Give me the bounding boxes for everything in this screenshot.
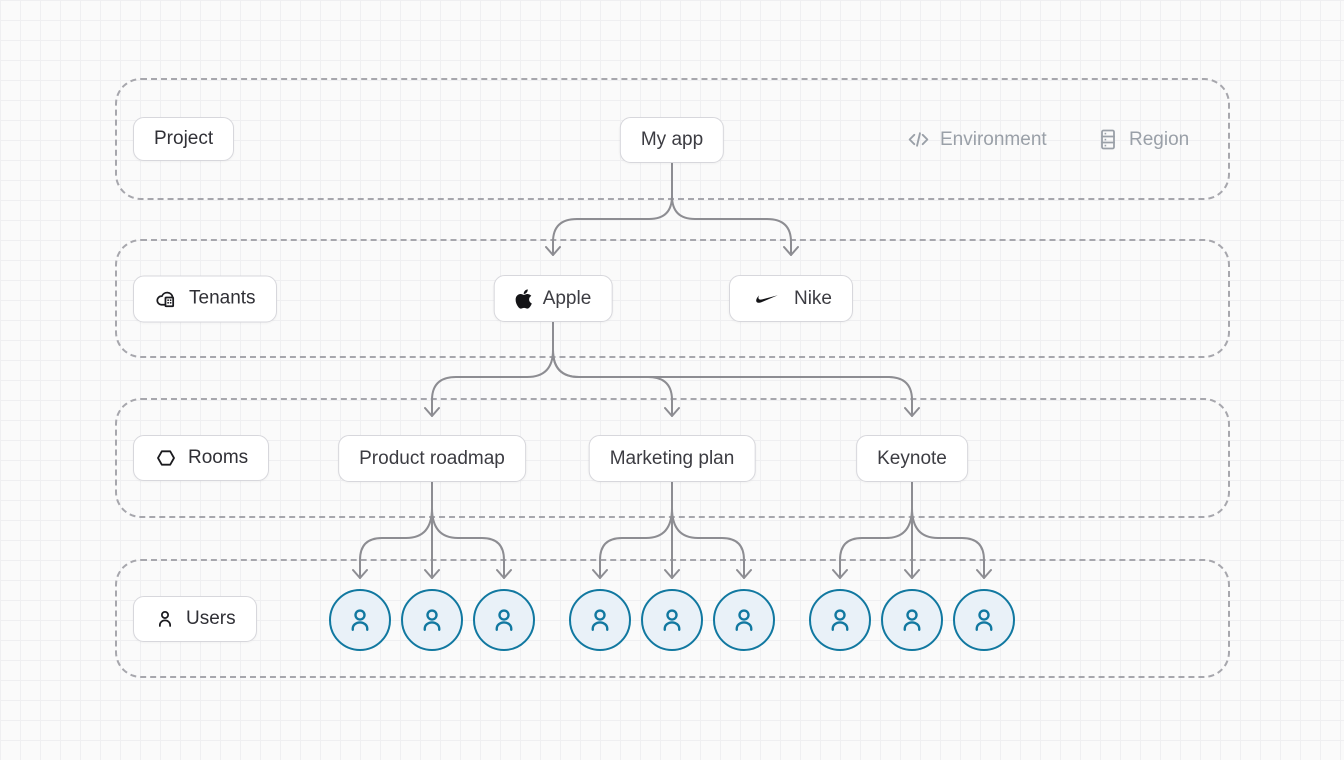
user-avatar-icon — [897, 604, 927, 636]
user-node — [953, 589, 1015, 651]
node-tenant-apple: Apple — [493, 275, 613, 322]
region-label-text: Region — [1129, 128, 1190, 150]
band-tenants: Tenants — [115, 239, 1230, 358]
user-avatar-icon — [417, 604, 447, 636]
node-room-marketing-plan: Marketing plan — [588, 435, 756, 482]
cloud-building-icon — [154, 286, 179, 311]
node-my-app: My app — [619, 117, 725, 163]
row-label-tenants-text: Tenants — [189, 287, 256, 309]
node-room-keynote: Keynote — [856, 435, 968, 482]
row-label-tenants: Tenants — [133, 275, 277, 322]
node-room-product-roadmap-text: Product roadmap — [359, 447, 505, 469]
environment-label: Environment — [906, 127, 1047, 152]
user-avatar-icon — [825, 604, 855, 636]
user-node — [569, 589, 631, 651]
environment-label-text: Environment — [940, 128, 1047, 150]
row-label-project: Project — [133, 117, 235, 161]
user-node — [329, 589, 391, 651]
apple-logo-icon — [515, 288, 533, 310]
user-node — [401, 589, 463, 651]
row-label-rooms-text: Rooms — [188, 447, 249, 468]
row-label-project-text: Project — [154, 128, 214, 149]
user-node — [713, 589, 775, 651]
node-tenant-nike: Nike — [728, 275, 854, 322]
user-avatar-icon — [657, 604, 687, 636]
user-avatar-icon — [585, 604, 615, 636]
user-avatar-icon — [489, 604, 519, 636]
node-room-product-roadmap: Product roadmap — [338, 435, 526, 482]
hexagon-icon — [154, 446, 178, 470]
row-label-users: Users — [133, 595, 257, 642]
node-tenant-apple-text: Apple — [542, 287, 592, 309]
person-icon — [154, 607, 176, 631]
user-node — [473, 589, 535, 651]
code-icon — [906, 127, 931, 152]
row-label-rooms: Rooms — [133, 435, 270, 481]
user-node — [641, 589, 703, 651]
user-node — [809, 589, 871, 651]
nike-swoosh-icon — [750, 290, 784, 308]
node-tenant-nike-text: Nike — [793, 287, 833, 309]
node-room-keynote-text: Keynote — [877, 447, 947, 469]
user-avatar-icon — [969, 604, 999, 636]
user-avatar-icon — [345, 604, 375, 636]
node-my-app-text: My app — [640, 129, 704, 150]
node-room-marketing-plan-text: Marketing plan — [609, 447, 735, 469]
region-label: Region — [1096, 127, 1189, 152]
user-avatar-icon — [729, 604, 759, 636]
server-icon — [1096, 127, 1120, 152]
user-node — [881, 589, 943, 651]
row-label-users-text: Users — [186, 607, 236, 629]
